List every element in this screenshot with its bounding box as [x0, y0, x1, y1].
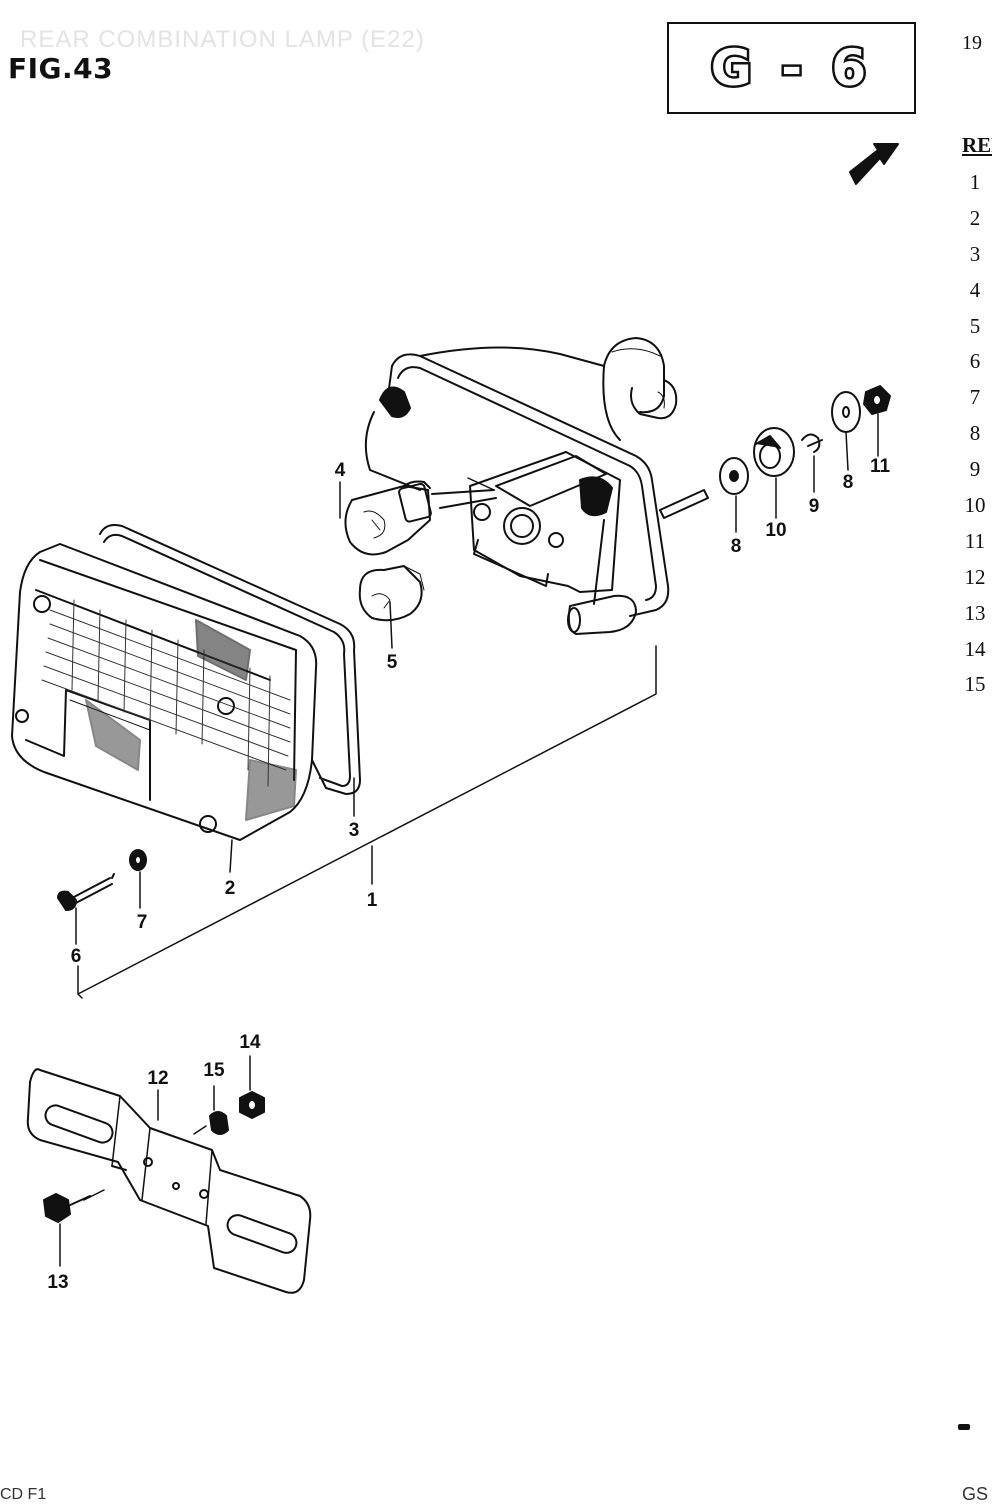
- license-bracket: [26, 1068, 312, 1294]
- group-code: G - 6: [708, 37, 873, 100]
- ref-number: 6: [969, 349, 981, 374]
- dash-mark: [958, 1424, 970, 1430]
- callout-1: 1: [367, 890, 378, 911]
- spring-9: [801, 433, 821, 453]
- washer-8b: [831, 391, 861, 433]
- figure-label: FIG.43: [8, 52, 114, 85]
- callout-10: 10: [765, 520, 786, 541]
- leader-lines: [59, 413, 879, 1267]
- callout-8b: 8: [843, 472, 854, 493]
- washer-15: [209, 1111, 229, 1135]
- ref-number: 12: [964, 564, 986, 589]
- lens-housing: [11, 543, 318, 841]
- hardware-parts: [719, 385, 891, 495]
- callout-12: 12: [147, 1068, 168, 1089]
- bolt-13: [43, 1193, 91, 1223]
- ref-number: 2: [969, 205, 981, 230]
- callout-3: 3: [349, 820, 360, 841]
- ref-number: 8: [969, 421, 981, 446]
- callout-4: 4: [335, 460, 346, 481]
- washer-8a: [719, 457, 749, 495]
- callout-9: 9: [809, 496, 820, 517]
- bulb-4: [344, 480, 432, 556]
- callout-13: 13: [47, 1272, 68, 1293]
- ref-number: 5: [969, 313, 981, 338]
- callout-8a: 8: [731, 536, 742, 557]
- callout-11: 11: [870, 456, 891, 477]
- ref-number: 9: [969, 457, 981, 482]
- washer-7: [129, 849, 147, 871]
- ref-number: 1: [969, 170, 981, 194]
- footer-right: GS: [962, 1484, 989, 1504]
- callout-14: 14: [239, 1032, 261, 1053]
- lamp-socket-body: [364, 337, 709, 635]
- nut-10: [753, 427, 795, 477]
- faded-title: REAR COMBINATION LAMP (E22): [20, 26, 425, 53]
- ref-column-header: REF: [962, 133, 992, 157]
- callout-15: 15: [203, 1060, 225, 1081]
- callout-2: 2: [225, 878, 236, 899]
- bulb-5: [358, 565, 425, 622]
- ref-number: 7: [969, 385, 981, 410]
- page-number: 19: [962, 32, 982, 54]
- screw-6: [57, 873, 115, 911]
- nut-14: [239, 1091, 265, 1119]
- callout-6: 6: [71, 946, 82, 967]
- callout-7: 7: [137, 912, 148, 933]
- ref-number: 3: [969, 241, 981, 266]
- ref-number: 10: [964, 493, 986, 518]
- ref-number: 4: [969, 277, 981, 302]
- footer-left: CD F1: [0, 1486, 47, 1503]
- ref-number: 13: [964, 600, 986, 625]
- callout-5: 5: [387, 652, 398, 673]
- ref-number: 14: [964, 636, 986, 661]
- direction-arrow-icon: [849, 143, 899, 185]
- ref-number-list: 1 2 3 4 5 6 7 8 9 10 11 12 13 14 15: [958, 168, 992, 706]
- ref-number: 11: [964, 528, 986, 553]
- ref-number: 15: [964, 672, 986, 697]
- group-code-box: G - 6: [667, 22, 916, 114]
